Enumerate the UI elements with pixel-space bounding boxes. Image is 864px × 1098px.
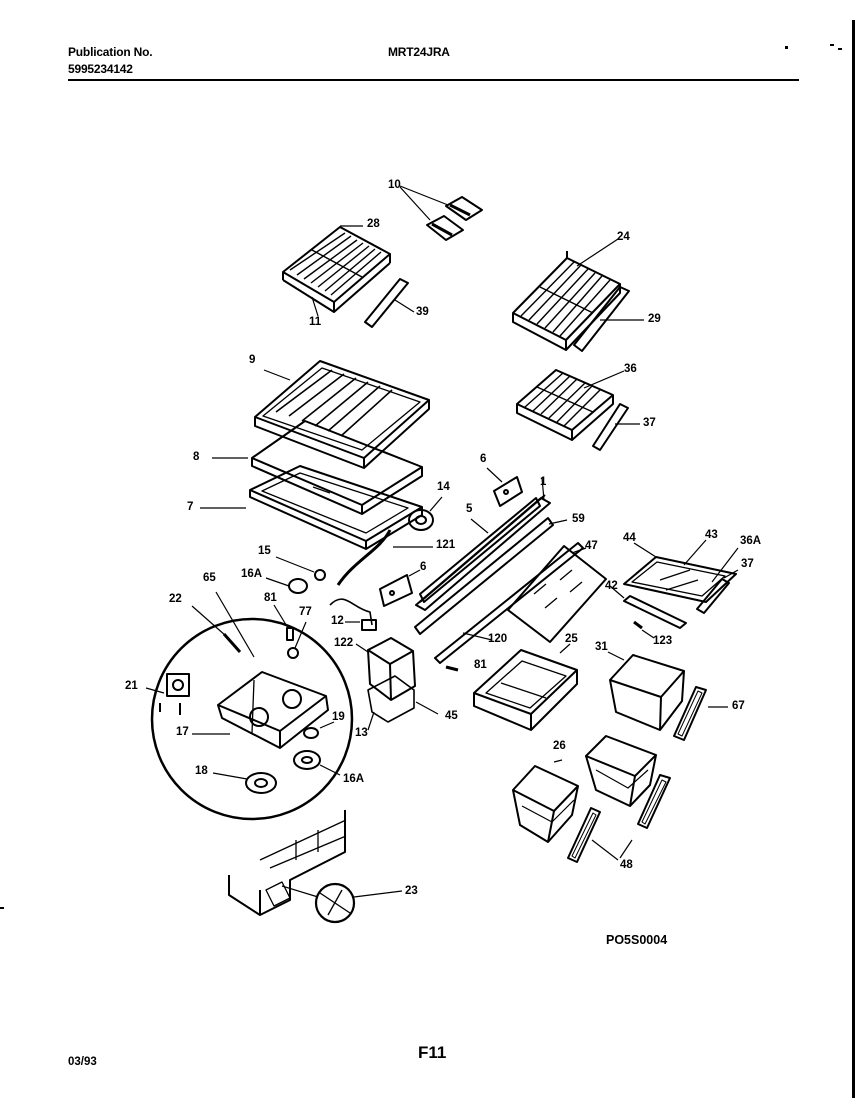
part-6-bracket-upper	[486, 467, 523, 507]
detail-circle	[145, 591, 354, 821]
callout-121: 121	[436, 539, 456, 551]
speck	[838, 48, 842, 50]
callout-8: 8	[193, 451, 200, 463]
callout-21: 21	[125, 680, 138, 692]
callout-12: 12	[331, 615, 344, 627]
part-24-shelf	[512, 238, 621, 351]
callout-36: 36	[624, 363, 637, 375]
callout-13: 13	[355, 727, 368, 739]
callout-26: 26	[553, 740, 566, 752]
callout-1: 1	[540, 476, 547, 488]
callout-39: 39	[416, 306, 429, 318]
callout-67: 67	[732, 700, 745, 712]
callout-81-lower: 81	[474, 659, 487, 671]
part-10-trim	[399, 185, 483, 241]
wire-harness	[329, 598, 373, 626]
revision-date: 03/93	[68, 1056, 97, 1068]
speck	[830, 44, 834, 46]
part-12-switch	[345, 619, 377, 631]
part-9-cover	[254, 360, 430, 469]
speck	[785, 46, 788, 49]
callout-11: 11	[309, 316, 322, 328]
callout-24: 24	[617, 231, 630, 243]
callout-59: 59	[572, 513, 585, 525]
page-frame-edge	[852, 20, 855, 1098]
model-number: MRT24JRA	[388, 45, 450, 59]
callout-15: 15	[258, 545, 271, 557]
callout-28: 28	[367, 218, 380, 230]
callout-122: 122	[334, 637, 354, 649]
part-6-bracket-lower	[379, 569, 421, 607]
callout-48: 48	[620, 859, 633, 871]
part-59-strip	[414, 517, 568, 635]
page-code: F11	[418, 1043, 447, 1062]
part-29-rail	[573, 286, 644, 352]
callout-22: 22	[169, 593, 182, 605]
part-37-rail-b	[696, 569, 739, 614]
part-28-freezer-shelf	[282, 225, 391, 317]
part-36-shelf	[516, 369, 625, 441]
part-121-tube	[336, 529, 433, 586]
callout-44: 44	[623, 532, 636, 544]
part-122-housing	[355, 637, 439, 731]
callout-43: 43	[705, 529, 718, 541]
callout-123: 123	[653, 635, 673, 647]
part-67-panel	[673, 686, 728, 741]
callout-47: 47	[585, 540, 598, 552]
part-26-pan-b	[512, 759, 579, 843]
part-26-pan-a	[585, 735, 657, 807]
callout-37-b: 37	[741, 558, 754, 570]
callout-65: 65	[203, 572, 216, 584]
part-31-pan	[607, 651, 685, 731]
part-48-panel-a	[637, 774, 671, 829]
part-7-frame	[200, 465, 423, 550]
callout-5: 5	[466, 503, 473, 515]
part-23-cabinet-detail	[0, 810, 403, 924]
part-25-frame	[473, 643, 578, 731]
callout-6-upper: 6	[480, 453, 487, 465]
callout-29: 29	[648, 313, 661, 325]
header-rule	[68, 79, 799, 81]
part-8-cover	[212, 420, 423, 515]
part-43-pan-cover	[623, 539, 739, 603]
callout-36a: 36A	[740, 535, 762, 547]
callout-77: 77	[299, 606, 312, 618]
callout-16a-lower: 16A	[343, 773, 365, 785]
callout-81-upper: 81	[264, 592, 277, 604]
part-5-strip	[419, 497, 541, 603]
callout-10: 10	[388, 179, 401, 191]
part-48-panel-b	[567, 807, 633, 863]
callout-45: 45	[445, 710, 458, 722]
callout-120: 120	[488, 633, 508, 645]
part-123-screw	[633, 620, 655, 639]
publication-number: 5995234142	[68, 62, 133, 76]
diagram-code: PO5S0004	[606, 933, 668, 947]
callout-25: 25	[565, 633, 578, 645]
callout-7: 7	[187, 501, 194, 513]
part-37-rail	[592, 403, 640, 451]
part-81-screw-b	[445, 665, 459, 672]
callout-31: 31	[595, 641, 608, 653]
part-16a-socket	[265, 577, 308, 594]
callout-19: 19	[332, 711, 345, 723]
callout-9: 9	[249, 354, 256, 366]
callout-6-lower: 6	[420, 561, 427, 573]
callout-37: 37	[643, 417, 656, 429]
part-42-rail	[609, 585, 687, 629]
callout-14: 14	[437, 481, 450, 493]
part-14-knob	[408, 496, 443, 531]
callout-23: 23	[405, 885, 418, 897]
callout-17: 17	[176, 726, 189, 738]
callout-16a-upper: 16A	[241, 568, 263, 580]
part-120-strip	[434, 542, 584, 664]
part-39-rail	[364, 278, 415, 328]
publication-label: Publication No.	[68, 45, 153, 59]
part-1-strip	[415, 477, 551, 611]
callout-42: 42	[605, 580, 618, 592]
part-15-bulb	[275, 556, 326, 581]
callout-18: 18	[195, 765, 208, 777]
part-47-glass	[507, 545, 607, 643]
